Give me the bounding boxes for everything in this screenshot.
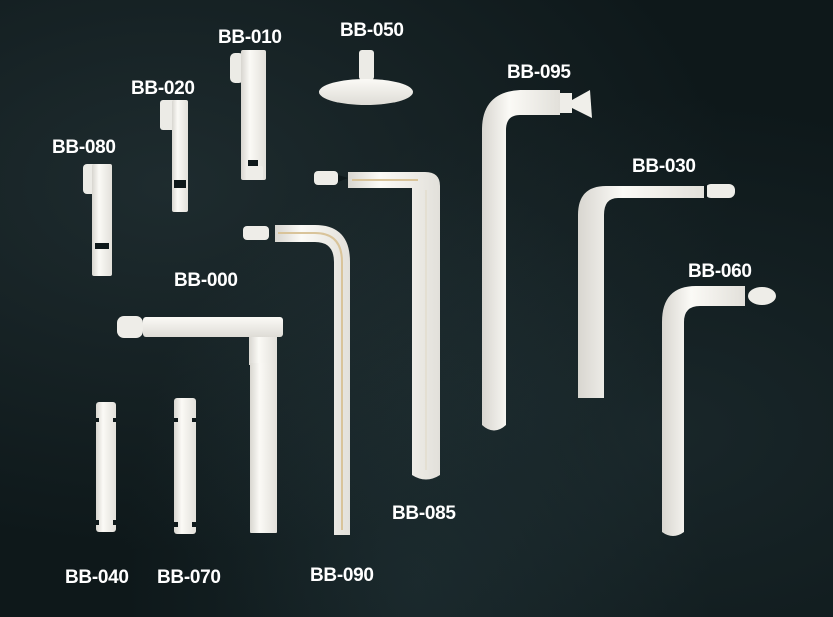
label-bb-040: BB-040	[65, 567, 129, 588]
label-bb-020: BB-020	[131, 78, 195, 99]
part-bb-060	[662, 286, 776, 536]
part-bb-085	[314, 171, 440, 480]
label-bb-070: BB-070	[157, 567, 221, 588]
part-bb-000	[117, 316, 283, 533]
label-bb-085: BB-085	[392, 503, 456, 524]
part-bb-010	[230, 50, 266, 180]
part-bb-090	[243, 225, 350, 535]
part-bb-030	[578, 184, 735, 398]
label-bb-080: BB-080	[52, 137, 116, 158]
part-bb-095	[482, 90, 592, 431]
label-bb-010: BB-010	[218, 27, 282, 48]
part-bb-050	[319, 50, 413, 105]
label-bb-095: BB-095	[507, 62, 571, 83]
label-bb-050: BB-050	[340, 20, 404, 41]
part-bb-070	[174, 398, 196, 534]
label-bb-090: BB-090	[310, 565, 374, 586]
label-bb-030: BB-030	[632, 156, 696, 177]
part-bb-020	[160, 100, 188, 212]
part-bb-040	[96, 402, 116, 532]
part-bb-080	[83, 164, 112, 276]
label-bb-060: BB-060	[688, 261, 752, 282]
label-bb-000: BB-000	[174, 270, 238, 291]
